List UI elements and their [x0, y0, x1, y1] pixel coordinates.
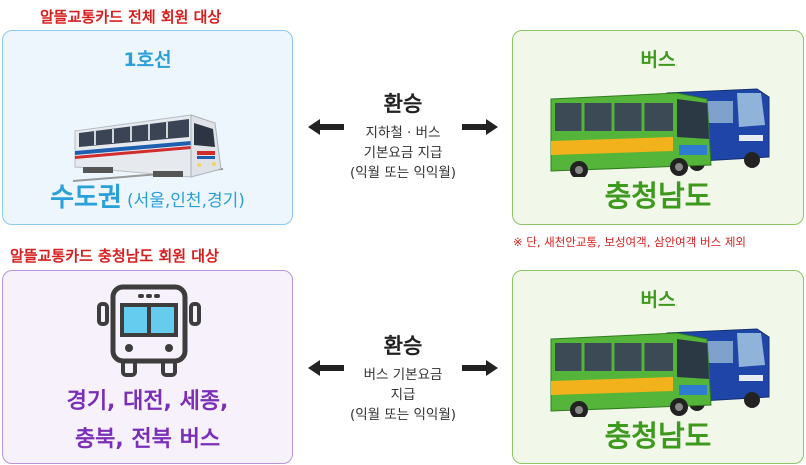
region-others-line-1: 경기, 대전, 세종, — [66, 389, 229, 414]
bus-pair-image — [550, 88, 770, 177]
region-others-line-2: 충북, 전북 버스 — [74, 427, 221, 452]
top-right-box: 버스 충청남도 — [512, 30, 804, 225]
bottom-transfer-desc-3: (익월 또는 익익월) — [349, 407, 457, 423]
bottom-transfer-title: 환승 — [383, 334, 423, 358]
region-metro-sub: (서울,인천,경기) — [126, 191, 245, 211]
bottom-bus-label: 버스 — [640, 289, 676, 311]
region-metro-main: 수도권 — [50, 183, 122, 213]
bus-outline-icon — [97, 284, 201, 377]
top-section-title: 알뜰교통카드 전체 회원 대상 — [40, 8, 222, 26]
train-image — [73, 114, 223, 182]
arrow-right-icon — [462, 360, 498, 376]
top-bus-label: 버스 — [640, 49, 676, 71]
arrow-right-icon — [462, 119, 498, 135]
bus-pair-image — [550, 328, 770, 417]
bottom-bus-region: 충청남도 — [604, 419, 712, 453]
bottom-right-box: 버스 충청남도 — [512, 270, 804, 464]
top-transfer: 환승 지하철 · 버스 기본요금 지급 (익월 또는 익익월) — [330, 88, 476, 183]
top-transfer-desc-2: 기본요금 지급 — [363, 145, 443, 161]
bottom-transfer-desc-2: 지급 — [390, 387, 416, 403]
top-transfer-title: 환승 — [383, 92, 423, 116]
top-transfer-desc-3: (익월 또는 익익월) — [349, 165, 457, 181]
arrow-left-icon — [308, 360, 344, 376]
exclusion-note: ※ 단, 새천안교통, 보성여객, 삼안여객 버스 제외 — [513, 235, 746, 249]
top-bus-region: 충청남도 — [604, 179, 712, 213]
bottom-section-title: 알뜰교통카드 충청남도 회원 대상 — [10, 247, 219, 265]
bottom-transfer: 환승 버스 기본요금 지급 (익월 또는 익익월) — [330, 330, 476, 425]
line-label: 1호선 — [123, 49, 172, 71]
region-others: 경기, 대전, 세종, 충북, 전북 버스 — [3, 383, 292, 459]
bottom-transfer-desc-1: 버스 기본요금 — [363, 367, 443, 383]
arrow-left-icon — [308, 119, 344, 135]
top-transfer-desc-1: 지하철 · 버스 — [365, 125, 441, 141]
region-metro: 수도권 (서울,인천,경기) — [3, 177, 292, 214]
bottom-left-box: 경기, 대전, 세종, 충북, 전북 버스 — [2, 270, 293, 464]
top-left-box: 1호선 수도권 (서울,인천,경기) — [2, 30, 293, 225]
